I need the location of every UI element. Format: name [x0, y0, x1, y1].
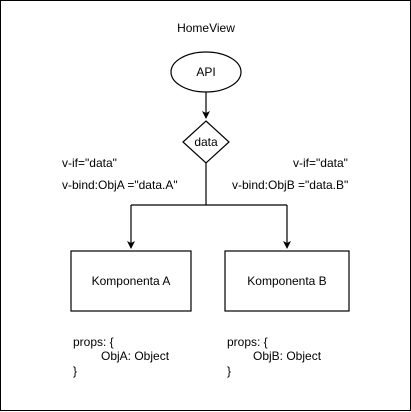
data-decision-label: data [194, 135, 218, 149]
api-node-label: API [196, 65, 215, 79]
left-vbind-annotation: v-bind:ObjA ="data.A" [62, 178, 178, 192]
props-a-close: } [73, 364, 77, 378]
right-vbind-annotation: v-bind:ObjB ="data.B" [232, 178, 348, 192]
props-a-field: ObjA: Object [101, 349, 170, 363]
diagram-title: HomeView [177, 21, 235, 35]
props-a-open: props: { [73, 335, 114, 349]
props-b-close: } [227, 364, 231, 378]
component-b-box [224, 250, 350, 312]
component-b-label: Komponenta B [247, 274, 326, 288]
component-a-box [70, 250, 192, 312]
right-vif-annotation: v-if="data" [293, 156, 348, 170]
props-b-open: props: { [227, 335, 268, 349]
props-b-field: ObjB: Object [253, 349, 322, 363]
left-vif-annotation: v-if="data" [62, 156, 117, 170]
component-a-label: Komponenta A [92, 274, 171, 288]
